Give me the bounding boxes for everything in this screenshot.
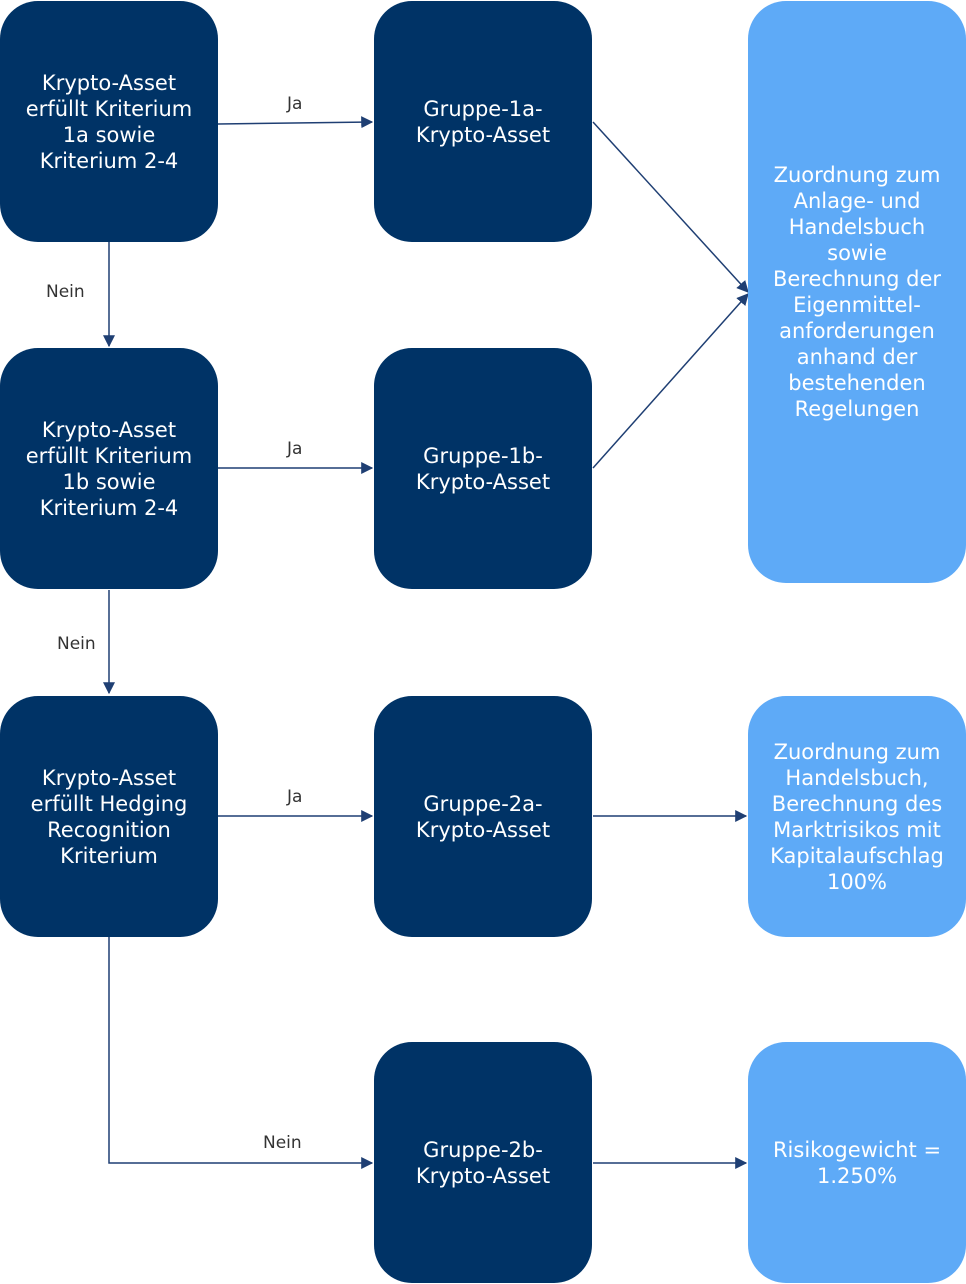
- edge-label-yes-3: Ja: [287, 787, 303, 807]
- arrow-decision3-group2b: [108, 937, 374, 1169]
- group-box-2b: Gruppe-2b- Krypto-Asset: [374, 1042, 592, 1283]
- edge-label-no-3: Nein: [263, 1133, 302, 1153]
- arrow-group1a-outcome1: [592, 121, 749, 293]
- edge-label-yes-1: Ja: [287, 94, 303, 114]
- outcome-box-trading-book: Zuordnung zum Handelsbuch, Berechnung de…: [748, 696, 966, 937]
- arrow-group1b-outcome1: [592, 293, 749, 469]
- decision-box-2: Krypto-Asset erfüllt Kriterium 1b sowie …: [0, 348, 218, 589]
- edge-label-no-2: Nein: [57, 634, 96, 654]
- outcome-box-risk-weight: Risikogewicht = 1.250%: [748, 1042, 966, 1283]
- arrow-decision1-group1a: [217, 116, 374, 129]
- group-box-1a: Gruppe-1a- Krypto-Asset: [374, 1, 592, 242]
- group-box-1b: Gruppe-1b- Krypto-Asset: [374, 348, 592, 589]
- outcome-box-banking-book: Zuordnung zum Anlage- und Handelsbuch so…: [748, 1, 966, 583]
- edge-label-yes-2: Ja: [287, 439, 303, 459]
- edge-label-no-1: Nein: [46, 282, 85, 302]
- decision-box-3: Krypto-Asset erfüllt Hedging Recognition…: [0, 696, 218, 937]
- decision-box-1: Krypto-Asset erfüllt Kriterium 1a sowie …: [0, 1, 218, 242]
- group-box-2a: Gruppe-2a- Krypto-Asset: [374, 696, 592, 937]
